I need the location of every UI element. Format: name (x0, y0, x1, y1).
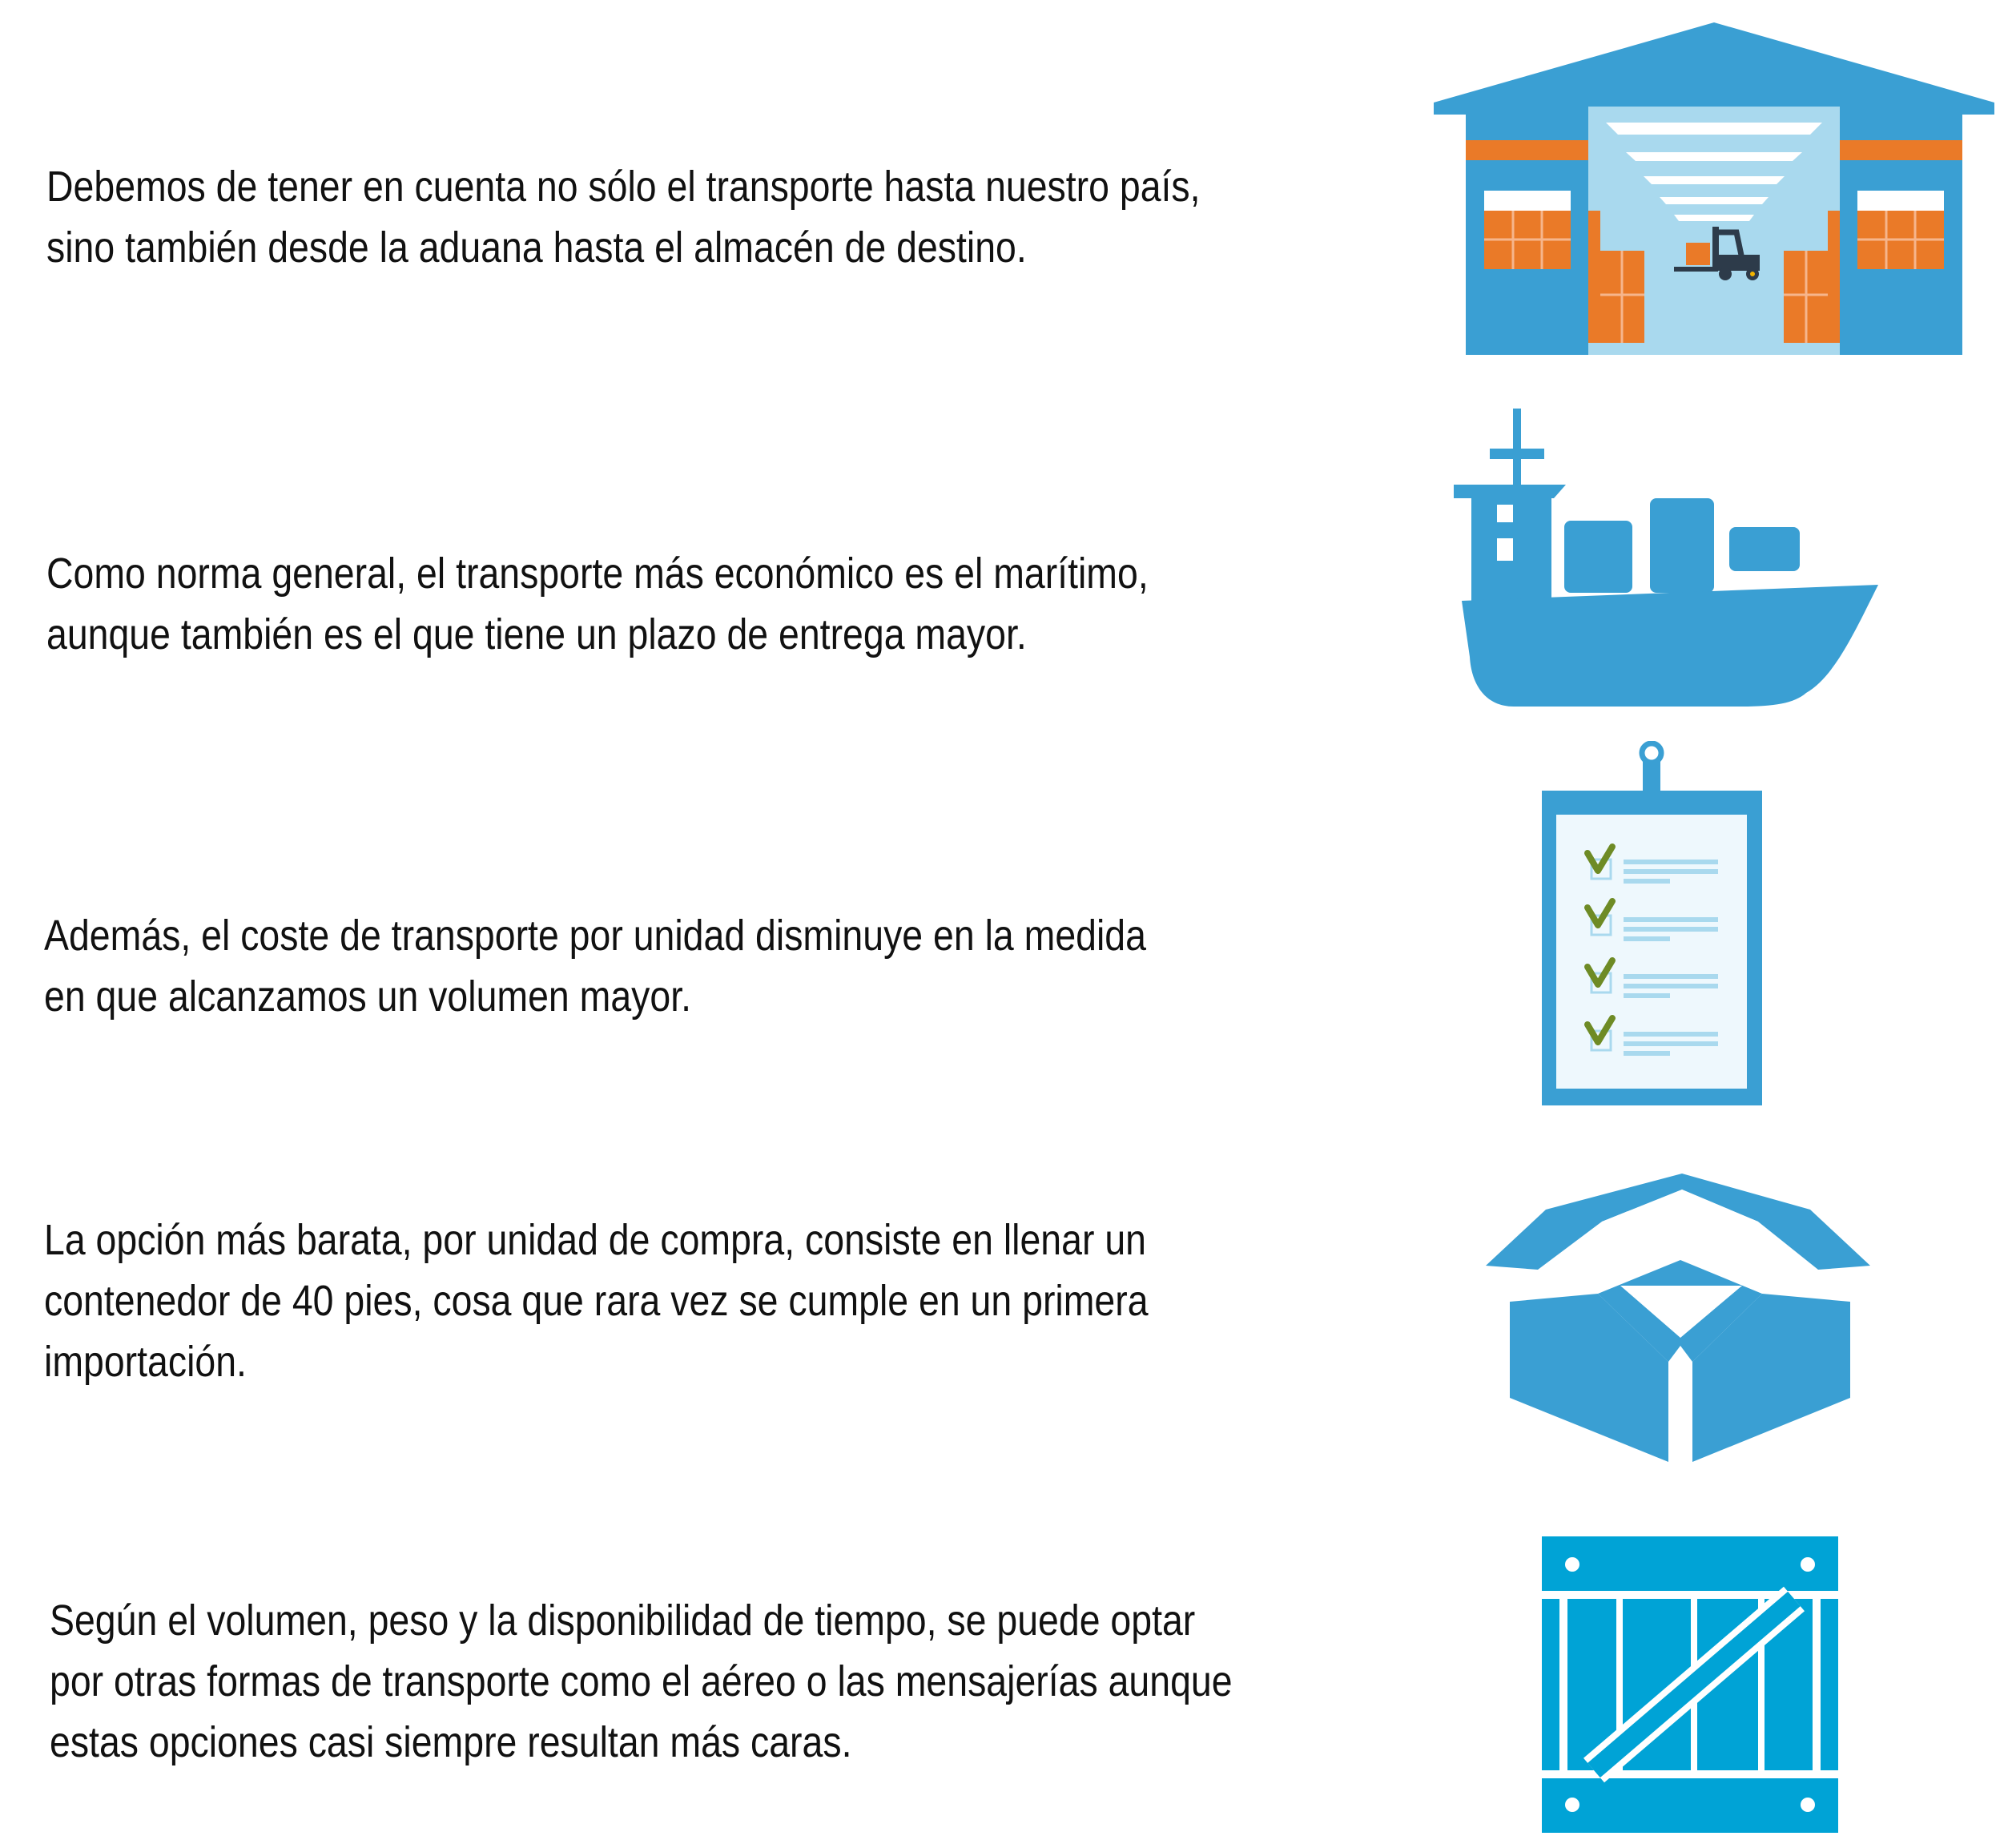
paragraph-line: Como norma general, el transporte más ec… (46, 550, 1149, 598)
warehouse-icon (1434, 22, 1994, 355)
paragraph-line: aunque también es el que tiene un plazo … (46, 610, 1027, 658)
open-box-icon (1486, 1174, 1870, 1462)
paragraph-line: importación. (44, 1338, 247, 1386)
paragraph-warehouse: Debemos de tener en cuenta no sólo el tr… (46, 156, 1201, 278)
wooden-crate-icon (1542, 1536, 1838, 1833)
clipboard-checklist-icon (1542, 741, 1762, 1105)
cargo-ship-icon (1454, 409, 1878, 709)
paragraph-container: La opción más barata, por unidad de comp… (44, 1210, 1149, 1392)
paragraph-line: contenedor de 40 pies, cosa que rara vez… (44, 1277, 1149, 1325)
paragraph-line: en que alcanzamos un volumen mayor. (44, 972, 692, 1021)
paragraph-line: Además, el coste de transporte por unida… (44, 912, 1146, 960)
paragraph-line: Debemos de tener en cuenta no sólo el tr… (46, 163, 1201, 211)
paragraph-line: por otras formas de transporte como el a… (50, 1657, 1233, 1705)
paragraph-line: Según el volumen, peso y la disponibilid… (50, 1596, 1196, 1645)
paragraph-line: sino también desde la aduana hasta el al… (46, 223, 1027, 272)
paragraph-unit-cost: Además, el coste de transporte por unida… (44, 905, 1146, 1027)
paragraph-line: La opción más barata, por unidad de comp… (44, 1216, 1146, 1264)
paragraph-alternatives: Según el volumen, peso y la disponibilid… (50, 1590, 1233, 1773)
paragraph-sea-freight: Como norma general, el transporte más ec… (46, 543, 1149, 665)
paragraph-line: estas opciones casi siempre resultan más… (50, 1718, 852, 1766)
